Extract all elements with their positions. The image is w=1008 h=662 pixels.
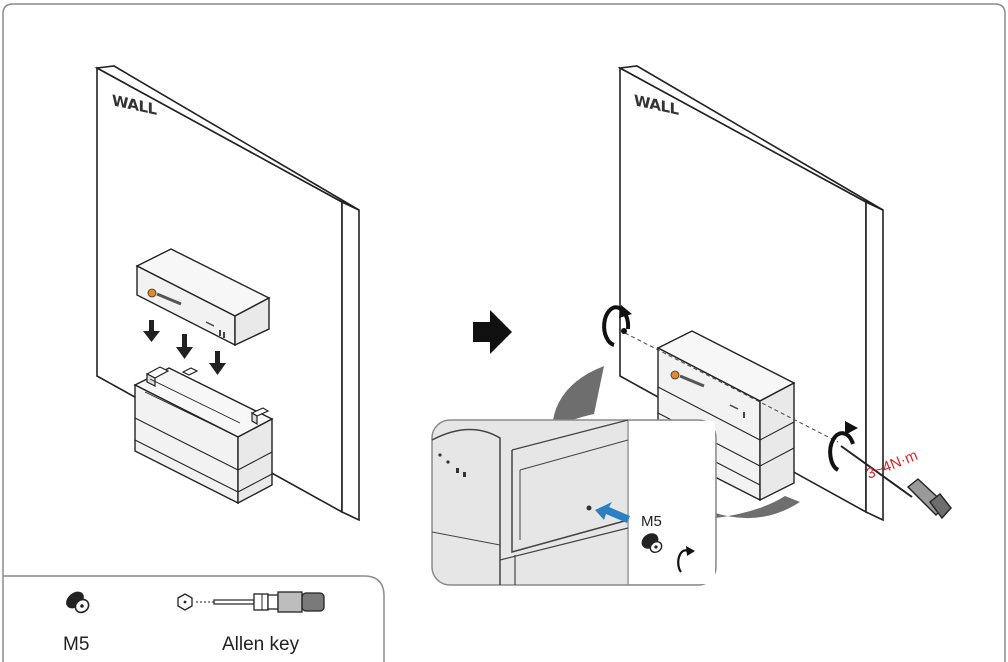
tools-legend-frame [3, 575, 385, 662]
brand-logo-icon [670, 370, 680, 380]
blue-pointer-arrow-icon [595, 502, 630, 523]
left-scene [94, 65, 360, 522]
allen-key-torque-tool [840, 445, 952, 520]
diagram-frame [2, 3, 1006, 662]
next-step-arrow-icon [473, 310, 512, 354]
down-arrow-icon [176, 334, 193, 359]
m5-label: M5 [63, 634, 90, 655]
zoom-screw-label: M5 [641, 513, 662, 530]
tools-legend [3, 575, 385, 662]
down-arrow-icon [143, 320, 160, 342]
zoom-connector-upper [552, 366, 604, 428]
screw-hole [586, 505, 592, 511]
left-base-module [133, 366, 274, 505]
allen-key-label: Allen key [222, 634, 300, 655]
connector-icon [250, 407, 270, 426]
connector-icon [181, 367, 199, 376]
brand-logo-icon [147, 288, 157, 298]
right-scene [431, 65, 952, 586]
connector-icon [145, 366, 170, 387]
zoom-detail-panel [431, 419, 717, 586]
m5-screw-icon [641, 533, 663, 554]
down-arrow-icon [209, 351, 226, 375]
rotate-arrow-icon [677, 546, 695, 573]
m5-screw-icon [66, 591, 90, 614]
down-arrows [143, 320, 226, 375]
allen-key-icon [177, 591, 325, 613]
left-upper-module [135, 248, 271, 347]
rotate-arrow-icon [602, 305, 632, 347]
zoom-connector-lower [712, 496, 800, 519]
alignment-dashed-line [624, 332, 839, 443]
rotate-arrow-icon [828, 421, 858, 472]
